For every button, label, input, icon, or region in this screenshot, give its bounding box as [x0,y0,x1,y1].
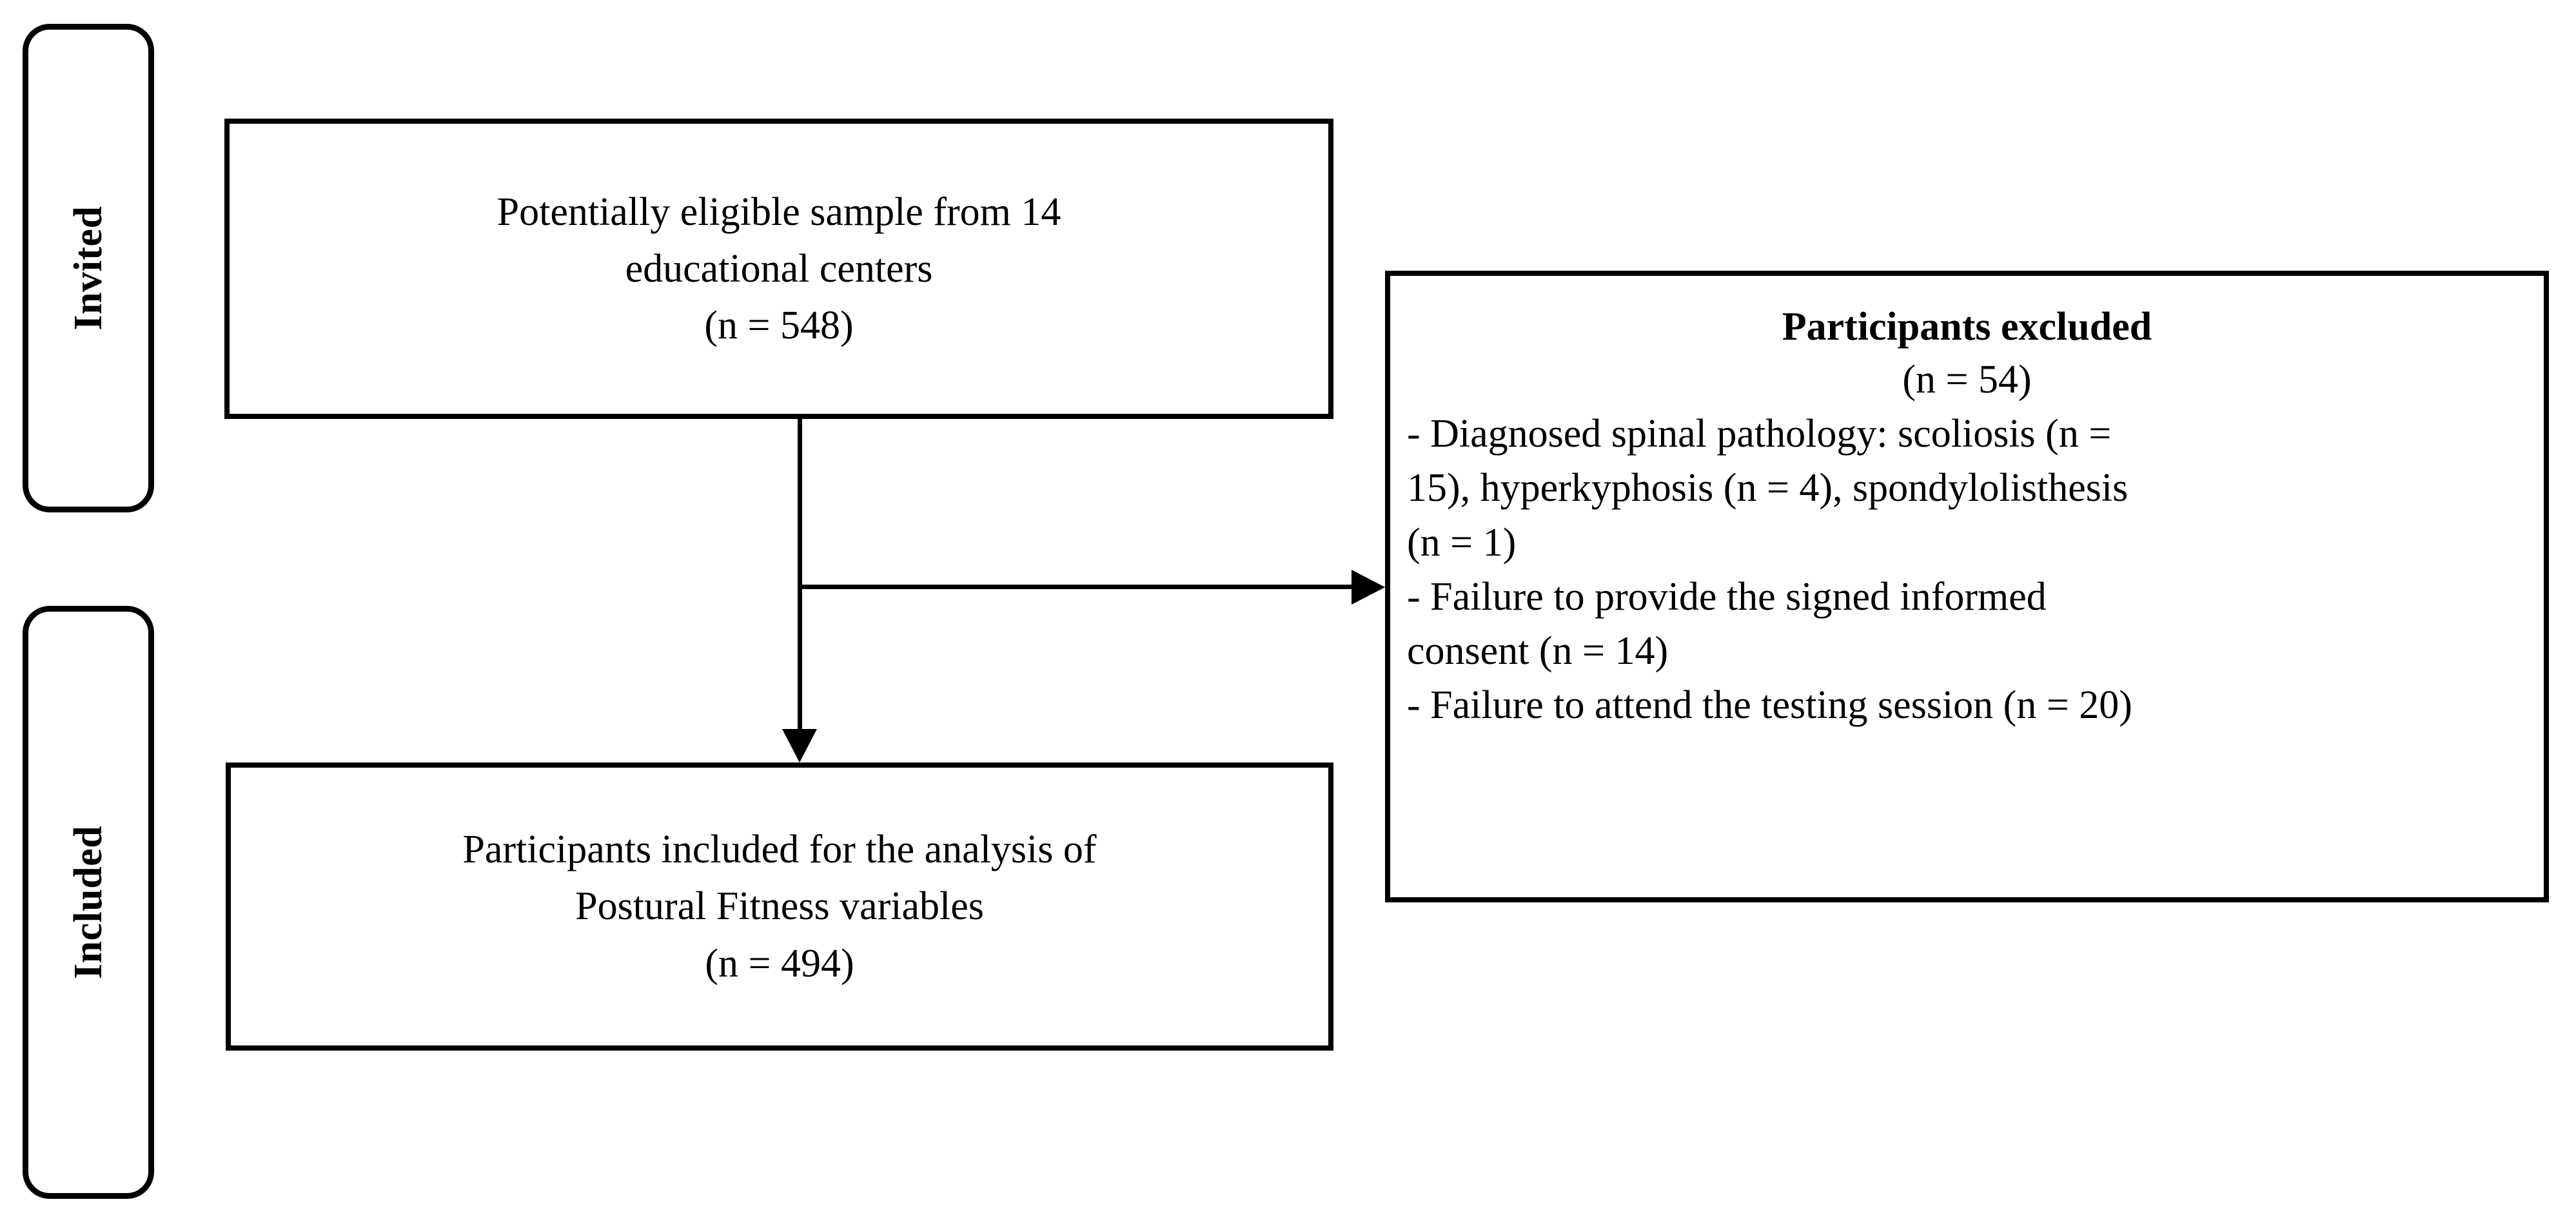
node-excluded-reason-line-5: consent (n = 14) [1407,629,1669,674]
node-excluded-reason-line-2: 15), hyperkyphosis (n = 4), spondylolist… [1407,466,2129,510]
stage-label-invited-text: Invited [66,206,110,331]
stage-label-invited: Invited [23,24,154,512]
node-eligible-line-3: (n = 548) [704,304,854,348]
node-excluded-reason-line-4: - Failure to provide the signed informed [1407,574,2047,619]
node-excluded-reason-line-3: (n = 1) [1407,520,1517,565]
node-eligible-sample: Potentially eligible sample from 14 educ… [224,119,1333,419]
stage-label-included: Included [23,606,154,1199]
node-excluded-count: (n = 54) [1902,358,2032,402]
arrowhead-down-icon [782,729,817,763]
node-eligible-line-1: Potentially eligible sample from 14 [497,189,1061,234]
node-included-line-3: (n = 494) [705,941,854,986]
node-excluded-title: Participants excluded [1782,305,2152,349]
node-included-line-2: Postural Fitness variables [575,884,984,929]
connector-horizontal-branch [798,585,1352,589]
arrowhead-right-icon [1352,570,1385,605]
stage-label-included-text: Included [66,825,110,980]
node-excluded-reason-line-1: - Diagnosed spinal pathology: scoliosis … [1407,411,2112,456]
node-eligible-line-2: educational centers [625,246,933,291]
node-excluded-reason-line-6: - Failure to attend the testing session … [1407,683,2132,728]
node-participants-included: Participants included for the analysis o… [226,763,1333,1051]
node-participants-excluded: Participants excluded (n = 54) - Diagnos… [1385,271,2549,902]
connector-vertical-trunk [798,419,802,732]
node-included-line-1: Participants included for the analysis o… [462,828,1097,872]
